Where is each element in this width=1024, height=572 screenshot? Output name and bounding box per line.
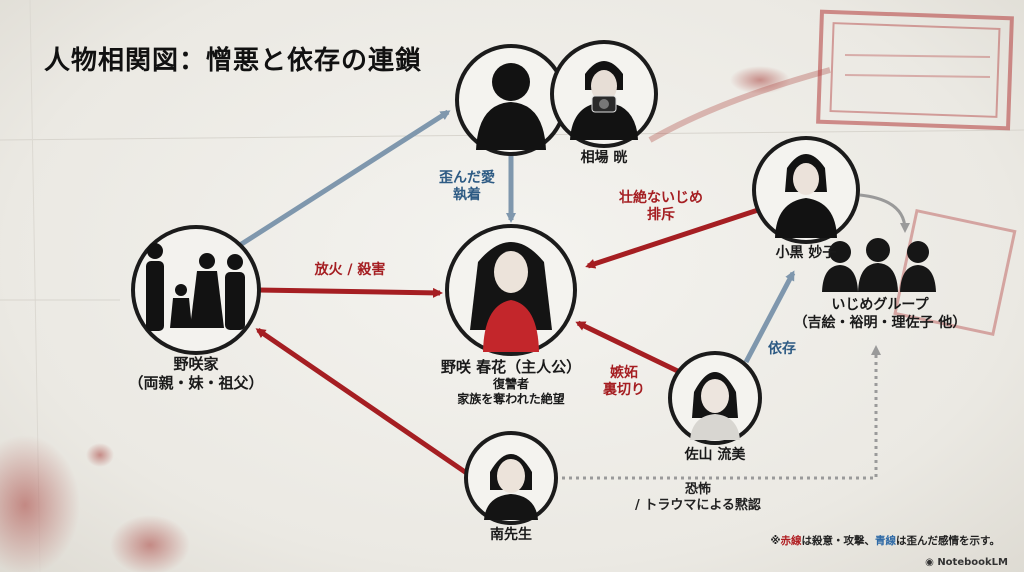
edge-taeko-group-arc: [859, 193, 910, 233]
jealousy-2: 裏切り: [603, 381, 645, 398]
label-teacher: 南先生: [490, 527, 532, 543]
legend-note: ※赤線は殺意・攻撃、青線は歪んだ感情を示す。: [770, 533, 1000, 548]
page-title: 人物相関図：憎悪と依存の連鎖: [44, 46, 423, 76]
label-group: いじめグループ （吉絵・裕明・理佐子 他）: [790, 297, 970, 332]
twisted-love-1: 歪んだ愛: [439, 170, 495, 186]
edge-fear-line: [548, 345, 881, 480]
group-name: いじめグループ: [831, 297, 929, 313]
group-sub: （吉絵・裕明・理佐子 他）: [793, 314, 967, 331]
avatar-haruka: [445, 224, 577, 356]
label-taeko: 小黒 妙子: [775, 245, 837, 261]
edge-label-dependence: 依存: [768, 341, 796, 357]
avatar-teacher: [464, 431, 558, 525]
legend-mid: は殺意・攻撃、: [801, 535, 876, 547]
family-sub: （両親・妹・祖父）: [128, 373, 264, 392]
bully-group-silhouettes: [822, 238, 936, 292]
bullying-2: 排斥: [647, 206, 675, 223]
label-haruka: 野咲 春花（主人公） 復讐者 家族を奪われた絶望: [421, 358, 601, 407]
edge-arson-line: [257, 287, 443, 298]
edge-label-twisted-love: 歪んだ愛 執着: [430, 170, 504, 204]
edge-bullying-line: [585, 207, 759, 269]
label-rumi: 佐山 流美: [684, 447, 746, 463]
fear-2: / トラウマによる黙認: [635, 497, 761, 513]
edge-label-bullying: 壮絶ないじめ 排斥: [606, 190, 716, 224]
bullying-1: 壮絶ないじめ: [619, 190, 703, 206]
legend-blue-word: 青線: [875, 535, 897, 547]
twisted-love-2: 執着: [453, 186, 481, 203]
label-family: 野咲家 （両親・妹・祖父）: [126, 355, 266, 393]
brand-logo-icon: ◉: [925, 557, 934, 568]
legend-red-word: 赤線: [780, 535, 802, 547]
edge-label-jealousy: 嫉妬 裏切り: [596, 365, 652, 399]
edge-dependence-line: [743, 270, 796, 364]
label-aiba: 相場 晄: [580, 150, 628, 166]
avatar-rumi: [668, 351, 762, 445]
edges: [238, 109, 910, 480]
fear-1: 恐怖: [684, 482, 711, 497]
haruka-sub1: 復讐者: [492, 376, 529, 391]
edge-label-arson: 放火 / 殺害: [314, 262, 386, 278]
edge-family-aiba-line: [238, 109, 451, 248]
avatar-family: [131, 225, 261, 355]
haruka-sub2: 家族を奪われた絶望: [457, 391, 565, 406]
edge-teacher-family-line: [255, 327, 470, 477]
avatar-aiba: [455, 40, 658, 156]
legend-prefix: ※: [770, 535, 781, 547]
edge-label-fear: 恐怖 / トラウマによる黙認: [608, 482, 788, 513]
edge-jealousy-line: [575, 320, 690, 379]
brand-name: NotebookLM: [937, 557, 1008, 568]
brand-watermark: ◉ NotebookLM: [925, 557, 1008, 568]
family-name: 野咲家: [173, 355, 219, 373]
legend-suffix: は歪んだ感情を示す。: [896, 535, 1000, 547]
jealousy-1: 嫉妬: [610, 365, 638, 381]
haruka-name: 野咲 春花（主人公）: [440, 358, 582, 376]
avatar-taeko: [752, 136, 860, 244]
